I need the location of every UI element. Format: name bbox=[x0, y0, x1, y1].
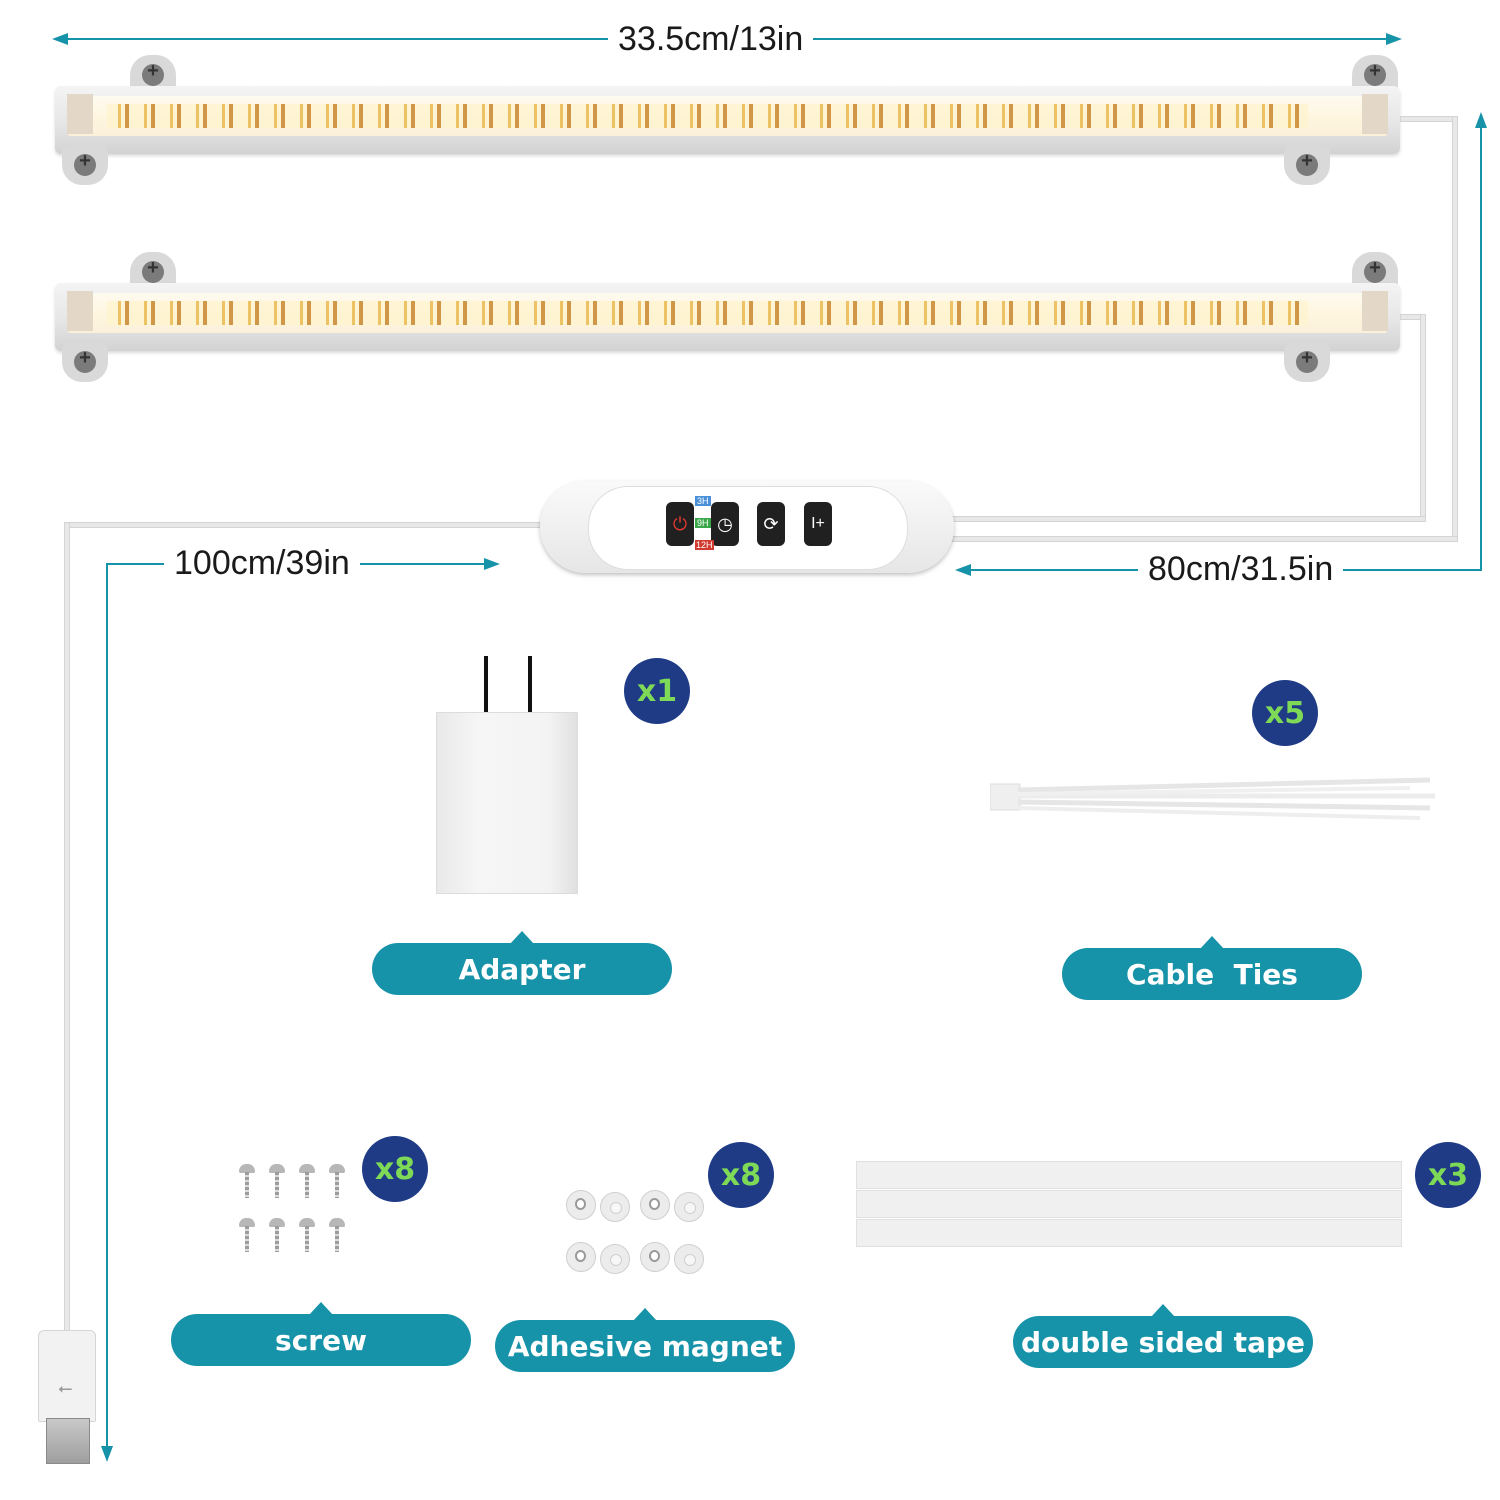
screw-head-icon bbox=[74, 347, 96, 373]
arrow-right-icon bbox=[1386, 33, 1402, 45]
tape-label: double sided tape bbox=[1013, 1304, 1313, 1368]
screw-icon bbox=[299, 1164, 315, 1198]
bar-end-cap bbox=[67, 94, 93, 134]
screw-count-badge: x8 bbox=[362, 1136, 428, 1202]
screw-label: screw bbox=[171, 1302, 471, 1366]
controller-face bbox=[588, 486, 908, 570]
screw-head-icon bbox=[142, 257, 164, 283]
bar-end-cap bbox=[67, 291, 93, 331]
led-light-bar bbox=[55, 86, 1400, 154]
arrow-up-icon bbox=[1475, 112, 1487, 128]
adapter-prong bbox=[528, 656, 532, 718]
magnet-count-badge: x8 bbox=[708, 1142, 774, 1208]
magnet-icon bbox=[640, 1190, 670, 1220]
bar-length-label: 33.5cm/13in bbox=[608, 20, 814, 59]
screw-icon bbox=[239, 1218, 255, 1252]
cable-ties-icon bbox=[990, 777, 1435, 820]
adapter-count-badge: x1 bbox=[624, 658, 690, 724]
magnet-icon bbox=[566, 1190, 596, 1220]
controller-cable-label: 80cm/31.5in bbox=[1138, 550, 1344, 589]
magnet-pad-icon bbox=[674, 1244, 704, 1274]
mount-bracket bbox=[1284, 145, 1330, 185]
led-strip bbox=[107, 301, 1308, 325]
screw-head-icon bbox=[142, 60, 164, 86]
cable bbox=[1452, 116, 1458, 542]
magnet-icon bbox=[640, 1242, 670, 1272]
usb-length-arrow bbox=[106, 563, 108, 1451]
screw-icon bbox=[269, 1164, 285, 1198]
screw-icon bbox=[299, 1218, 315, 1252]
screw-icon bbox=[329, 1164, 345, 1198]
usb-plug-body bbox=[38, 1330, 96, 1422]
mount-bracket bbox=[1284, 342, 1330, 382]
usb-length-label: 100cm/39in bbox=[164, 544, 360, 583]
adapter-icon bbox=[436, 712, 578, 894]
usb-plug-metal bbox=[46, 1418, 90, 1464]
arrow-right-icon bbox=[484, 558, 500, 570]
tape-strip-icon bbox=[856, 1161, 1402, 1189]
magnet-icon bbox=[566, 1242, 596, 1272]
screw-icon bbox=[239, 1164, 255, 1198]
cable bbox=[950, 516, 1426, 522]
adapter-label: Adapter bbox=[372, 931, 672, 995]
cable bbox=[1420, 314, 1426, 522]
led-light-bar bbox=[55, 283, 1400, 351]
mode-cycle-button[interactable]: ⟳ bbox=[757, 502, 785, 546]
usb-cable bbox=[64, 522, 548, 528]
power-button[interactable]: ⏻ bbox=[666, 502, 694, 546]
timer-button[interactable]: ◷ bbox=[711, 502, 739, 546]
brightness-button[interactable]: I+ bbox=[804, 502, 832, 546]
arrow-left-icon bbox=[52, 33, 68, 45]
tape-strip-icon bbox=[856, 1190, 1402, 1218]
led-strip bbox=[107, 104, 1308, 128]
cable-ties-label: Cable Ties bbox=[1062, 936, 1362, 1000]
screw-head-icon bbox=[1364, 60, 1386, 86]
screw-head-icon bbox=[1296, 347, 1318, 373]
mount-bracket bbox=[62, 342, 108, 382]
tape-count-badge: x3 bbox=[1415, 1142, 1481, 1208]
arrow-down-icon bbox=[101, 1446, 113, 1462]
led-diffuser bbox=[67, 293, 1388, 333]
bar-end-cap bbox=[1362, 94, 1388, 134]
usb-cable bbox=[64, 522, 70, 1334]
screw-icon bbox=[269, 1218, 285, 1252]
tape-strip-icon bbox=[856, 1219, 1402, 1247]
screw-head-icon bbox=[1296, 150, 1318, 176]
magnet-pad-icon bbox=[600, 1192, 630, 1222]
magnet-pad-icon bbox=[674, 1192, 704, 1222]
cable bbox=[950, 536, 1458, 542]
screw-head-icon bbox=[74, 150, 96, 176]
controller-cable-arrow bbox=[1480, 120, 1482, 571]
screw-head-icon bbox=[1364, 257, 1386, 283]
cable-ties-count-badge: x5 bbox=[1252, 680, 1318, 746]
magnet-label: Adhesive magnet bbox=[495, 1308, 795, 1372]
mount-bracket bbox=[62, 145, 108, 185]
led-diffuser bbox=[67, 96, 1388, 136]
timer-label-3h: 3H bbox=[695, 496, 711, 506]
timer-label-9h: 9H bbox=[695, 518, 711, 528]
screw-icon bbox=[329, 1218, 345, 1252]
cable bbox=[1400, 116, 1458, 122]
usb-icon: ⭠ bbox=[58, 1378, 73, 1398]
adapter-prong bbox=[484, 656, 488, 718]
timer-label-12h: 12H bbox=[695, 540, 714, 550]
bar-end-cap bbox=[1362, 291, 1388, 331]
arrow-left-icon bbox=[955, 564, 971, 576]
magnet-pad-icon bbox=[600, 1244, 630, 1274]
